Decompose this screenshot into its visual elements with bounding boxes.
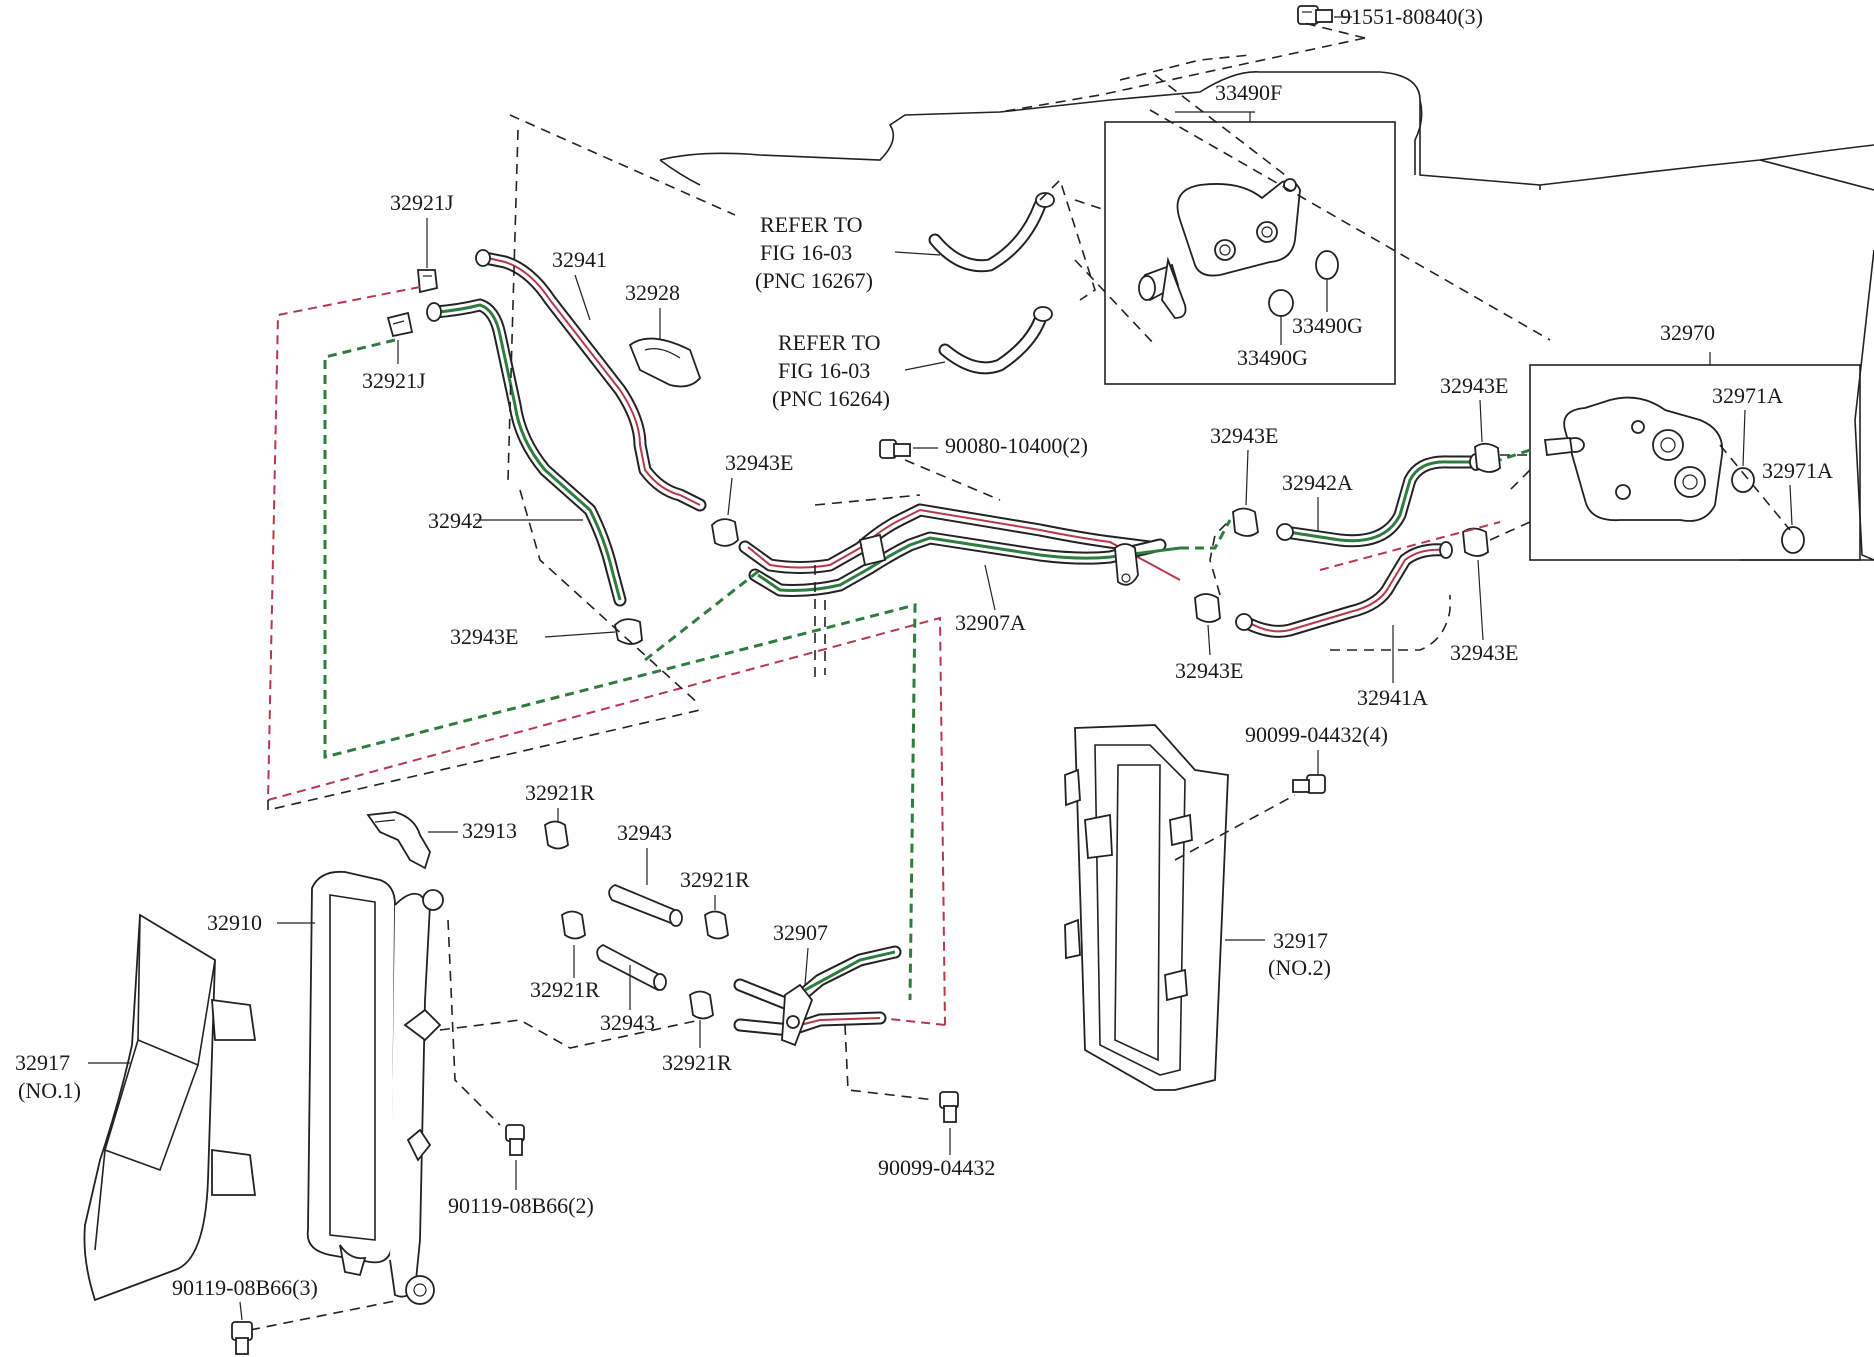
label-32943E-br: 32943E [1450, 640, 1518, 665]
transmission-port-box [1529, 352, 1861, 561]
clamp-32943E-right-bottom [1462, 527, 1489, 557]
bracket-32913 [366, 811, 431, 870]
label-33490G-a: 33490G [1292, 313, 1363, 338]
label-refer1-line3: (PNC 16267) [755, 268, 873, 293]
label-refer2-line2: FIG 16-03 [778, 358, 870, 383]
clamp-32943E-centre-top [1232, 507, 1259, 537]
label-32942: 32942 [428, 508, 483, 533]
hose-assembly-32907 [733, 945, 902, 1047]
label-32943E-tr: 32943E [1440, 373, 1508, 398]
label-90119-08B66-3: 90119-08B66(3) [172, 1275, 318, 1300]
label-32907A: 32907A [955, 610, 1026, 635]
label-90119-08B66-2: 90119-08B66(2) [448, 1193, 594, 1218]
return-line-routing [323, 338, 1531, 1001]
clamp-32943E-centre-bottom [1194, 593, 1221, 623]
label-33490G-b: 33490G [1237, 345, 1308, 370]
label-32943-a: 32943 [617, 820, 672, 845]
label-32971A-b: 32971A [1762, 458, 1833, 483]
clamp-32921J-bottom [386, 311, 414, 338]
label-refer1-line2: FIG 16-03 [760, 240, 852, 265]
label-32907: 32907 [773, 920, 828, 945]
label-90099-04432: 90099-04432 [878, 1155, 995, 1180]
label-32917-no2-b: (NO.2) [1268, 955, 1331, 980]
cooler-pipe-32907A [738, 503, 1181, 597]
label-32943E-cl: 32943E [1210, 423, 1278, 448]
label-32971A-a: 32971A [1712, 383, 1783, 408]
label-32921R-b: 32921R [680, 867, 750, 892]
label-32917-no1-b: (NO.1) [18, 1078, 81, 1103]
oil-cooler-32910 [306, 870, 444, 1305]
oil-cooler-adapter-box [1074, 74, 1551, 385]
bolt-91551-80840 [999, 5, 1366, 113]
clamp-32943E-right-top [1474, 442, 1501, 473]
label-32943E-left: 32943E [450, 624, 518, 649]
clamp-32943E-left-lower [614, 618, 643, 645]
label-32928: 32928 [625, 280, 680, 305]
label-32943E-bl: 32943E [1175, 658, 1243, 683]
hose-32941A [1235, 541, 1453, 638]
label-refer1-line1: REFER TO [760, 212, 863, 237]
hose-32942A [1276, 453, 1483, 548]
label-32921R-a: 32921R [525, 780, 595, 805]
clamp-32921R-b [704, 910, 729, 940]
bolt-90119-08B66-2 [447, 919, 525, 1156]
label-32942A: 32942A [1282, 470, 1353, 495]
label-32943-b: 32943 [600, 1010, 655, 1035]
label-32941: 32941 [552, 247, 607, 272]
label-32921R-d: 32921R [662, 1050, 732, 1075]
label-32943E-mid: 32943E [725, 450, 793, 475]
bracket-32928 [628, 337, 702, 388]
label-refer2-line3: (PNC 16264) [772, 386, 890, 411]
label-91551-80840: 91551-80840(3) [1340, 4, 1483, 29]
bolt-90119-08B66-3 [231, 1299, 401, 1355]
hose-32942 [426, 298, 627, 607]
air-duct-32917-no1 [83, 913, 257, 1302]
label-32921J-top: 32921J [390, 190, 454, 215]
label-32921R-c: 32921R [530, 977, 600, 1002]
label-32917-no1-a: 32917 [15, 1050, 70, 1075]
label-refer2-line1: REFER TO [778, 330, 881, 355]
clamp-32921R-a [544, 820, 569, 850]
air-duct-32917-no2 [1064, 724, 1296, 1091]
clamp-32921R-c [561, 910, 586, 940]
bolt-90080-10400 [879, 439, 1001, 501]
bolt-90099-04432-4 [1292, 774, 1326, 794]
label-32921J-bottom: 32921J [362, 368, 426, 393]
refer-hose-upper [928, 192, 1055, 273]
bolt-90099-04432 [844, 1024, 959, 1123]
label-90080-10400: 90080-10400(2) [945, 433, 1088, 458]
hose-32943-b [596, 943, 667, 992]
clamp-32943E-left-upper [711, 518, 739, 547]
label-32913: 32913 [462, 818, 517, 843]
hose-32943-a [608, 884, 683, 927]
label-32910: 32910 [207, 910, 262, 935]
label-32917-no2-a: 32917 [1273, 928, 1328, 953]
clamp-32921J-top [417, 269, 438, 294]
feed-line-routing [267, 286, 1501, 1026]
label-90099-04432-4: 90099-04432(4) [1245, 722, 1388, 747]
label-33490F: 33490F [1215, 80, 1282, 105]
label-32941A: 32941A [1357, 685, 1428, 710]
clamp-32921R-d [689, 990, 714, 1020]
label-32970: 32970 [1660, 320, 1715, 345]
refer-hose-lower [938, 306, 1053, 375]
hose-32941 [475, 249, 707, 512]
